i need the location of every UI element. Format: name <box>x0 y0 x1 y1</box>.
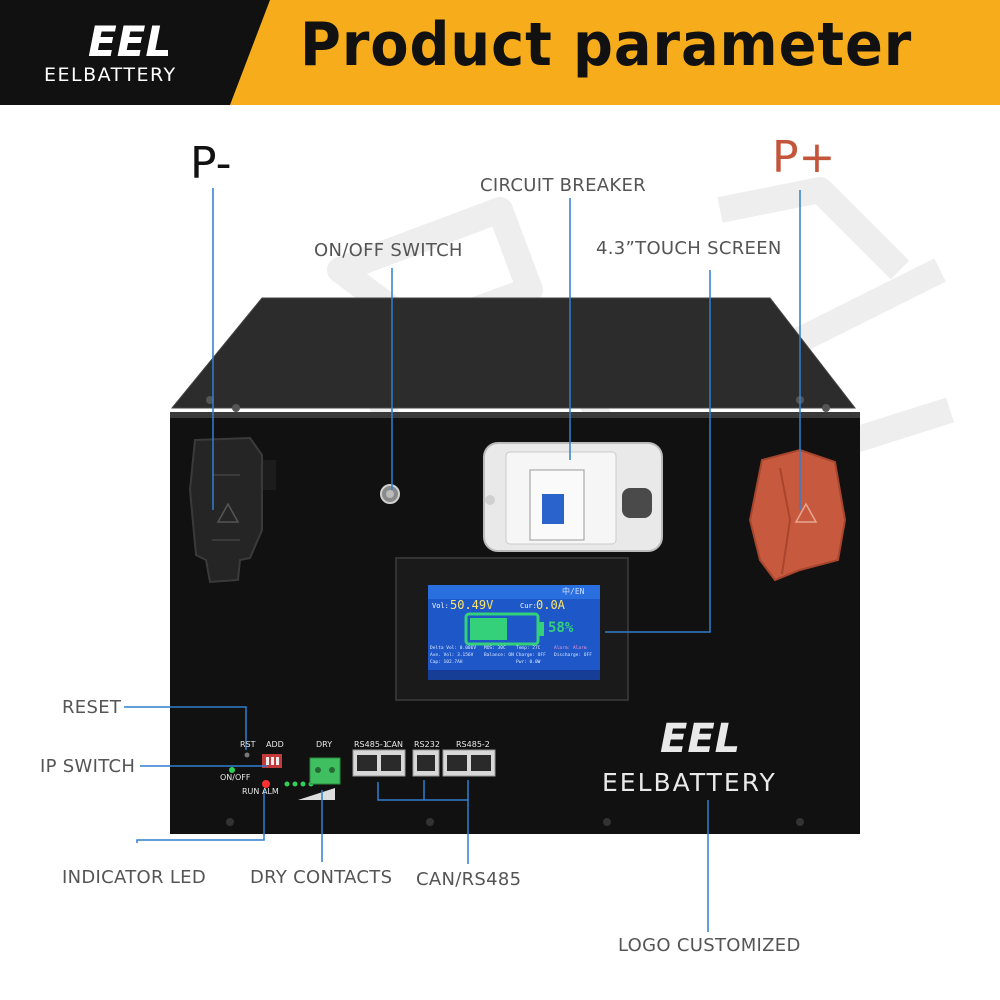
screen-vol-value: 50.49V <box>450 598 494 612</box>
brand-logo-block <box>0 0 270 105</box>
screen-cap: Cap: 102.7AH <box>430 660 463 665</box>
reset-label: RESET <box>62 697 122 718</box>
rs485-2-label: RS485-2 <box>456 740 490 749</box>
screen-temp: Temp: 27C <box>516 646 541 651</box>
rs485-1-label: RS485-1 <box>354 740 388 749</box>
warning-triangle-icon <box>216 502 240 523</box>
negative-pole-label: P- <box>190 138 232 189</box>
reset-button[interactable] <box>244 752 250 758</box>
top-screw <box>822 404 830 412</box>
screen-charge: Charge: OFF <box>516 653 546 658</box>
logo-customized-label: LOGO CUSTOMIZED <box>618 935 801 956</box>
rs232-label: RS232 <box>414 740 440 749</box>
screen-cur-label: Cur: <box>520 602 537 610</box>
callout-lines <box>124 188 801 932</box>
touch-screen-label: 4.3”TOUCH SCREEN <box>596 238 782 259</box>
screen-alarm: Alarm: Alarm <box>554 646 587 651</box>
positive-terminal <box>748 448 847 582</box>
screen-balance: Balance: ON <box>484 653 514 658</box>
battery-gauge-fill <box>470 618 507 640</box>
dry-label: DRY <box>316 740 333 749</box>
screen-discharge: Discharge: OFF <box>554 653 592 658</box>
circuit-breaker[interactable] <box>483 442 663 552</box>
brand-name: EELBATTERY <box>44 64 177 86</box>
on-off-panel-label: ON/OFF <box>220 773 251 782</box>
brand-logo-mark-icon: EEL <box>88 17 168 62</box>
screen-cur-value: 0.0A <box>536 598 565 612</box>
screen-mos: MOS: 30C <box>484 646 506 651</box>
status-led <box>284 781 290 787</box>
warning-triangle-icon <box>794 502 818 523</box>
screen-soc-text: 58% <box>548 620 574 636</box>
screen-pwr: Pwr: 0.0W <box>516 660 541 665</box>
on-off-switch-label: ON/OFF SWITCH <box>314 240 463 261</box>
front-screw <box>226 818 234 826</box>
status-led <box>292 781 298 787</box>
battery-top-surface <box>172 298 855 408</box>
status-led <box>300 781 306 787</box>
alarm-led <box>262 780 270 788</box>
dry-contacts-label: DRY CONTACTS <box>250 867 393 888</box>
top-screw <box>232 404 240 412</box>
rst-label: RST <box>240 740 256 749</box>
front-screw <box>603 818 611 826</box>
front-logo-mark: EEL <box>660 716 740 762</box>
screen-lang-toggle[interactable]: 中/EN <box>562 587 585 596</box>
front-screw <box>426 818 434 826</box>
indicator-led-label: INDICATOR LED <box>62 867 206 888</box>
positive-pole-label: P+ <box>772 132 836 183</box>
power-led <box>229 767 235 773</box>
touch-screen[interactable] <box>428 585 600 680</box>
screen-avg-vol: Ave. Vol: 3.156V <box>430 653 474 658</box>
breaker-lever[interactable] <box>542 494 564 524</box>
negative-terminal <box>188 436 276 584</box>
can-label: CAN <box>386 740 404 749</box>
can-rs485-label: CAN/RS485 <box>416 869 522 890</box>
front-brand-name: EELBATTERY <box>602 768 777 797</box>
add-label: ADD <box>266 740 284 749</box>
dry-contact-terminal[interactable] <box>309 757 341 785</box>
brand-logo-mark-text: EEL <box>88 17 168 62</box>
screen-delta-vol: Delta Vol: 0.006V <box>430 646 477 651</box>
circuit-breaker-label: CIRCUIT BREAKER <box>480 175 646 196</box>
top-screw <box>206 396 214 404</box>
page-title: Product parameter <box>300 10 913 80</box>
run-alm-label: RUN ALM <box>242 787 279 796</box>
front-screw <box>796 818 804 826</box>
ip-switch-label: IP SWITCH <box>40 756 136 777</box>
screen-vol-label: Vol: <box>432 602 449 610</box>
